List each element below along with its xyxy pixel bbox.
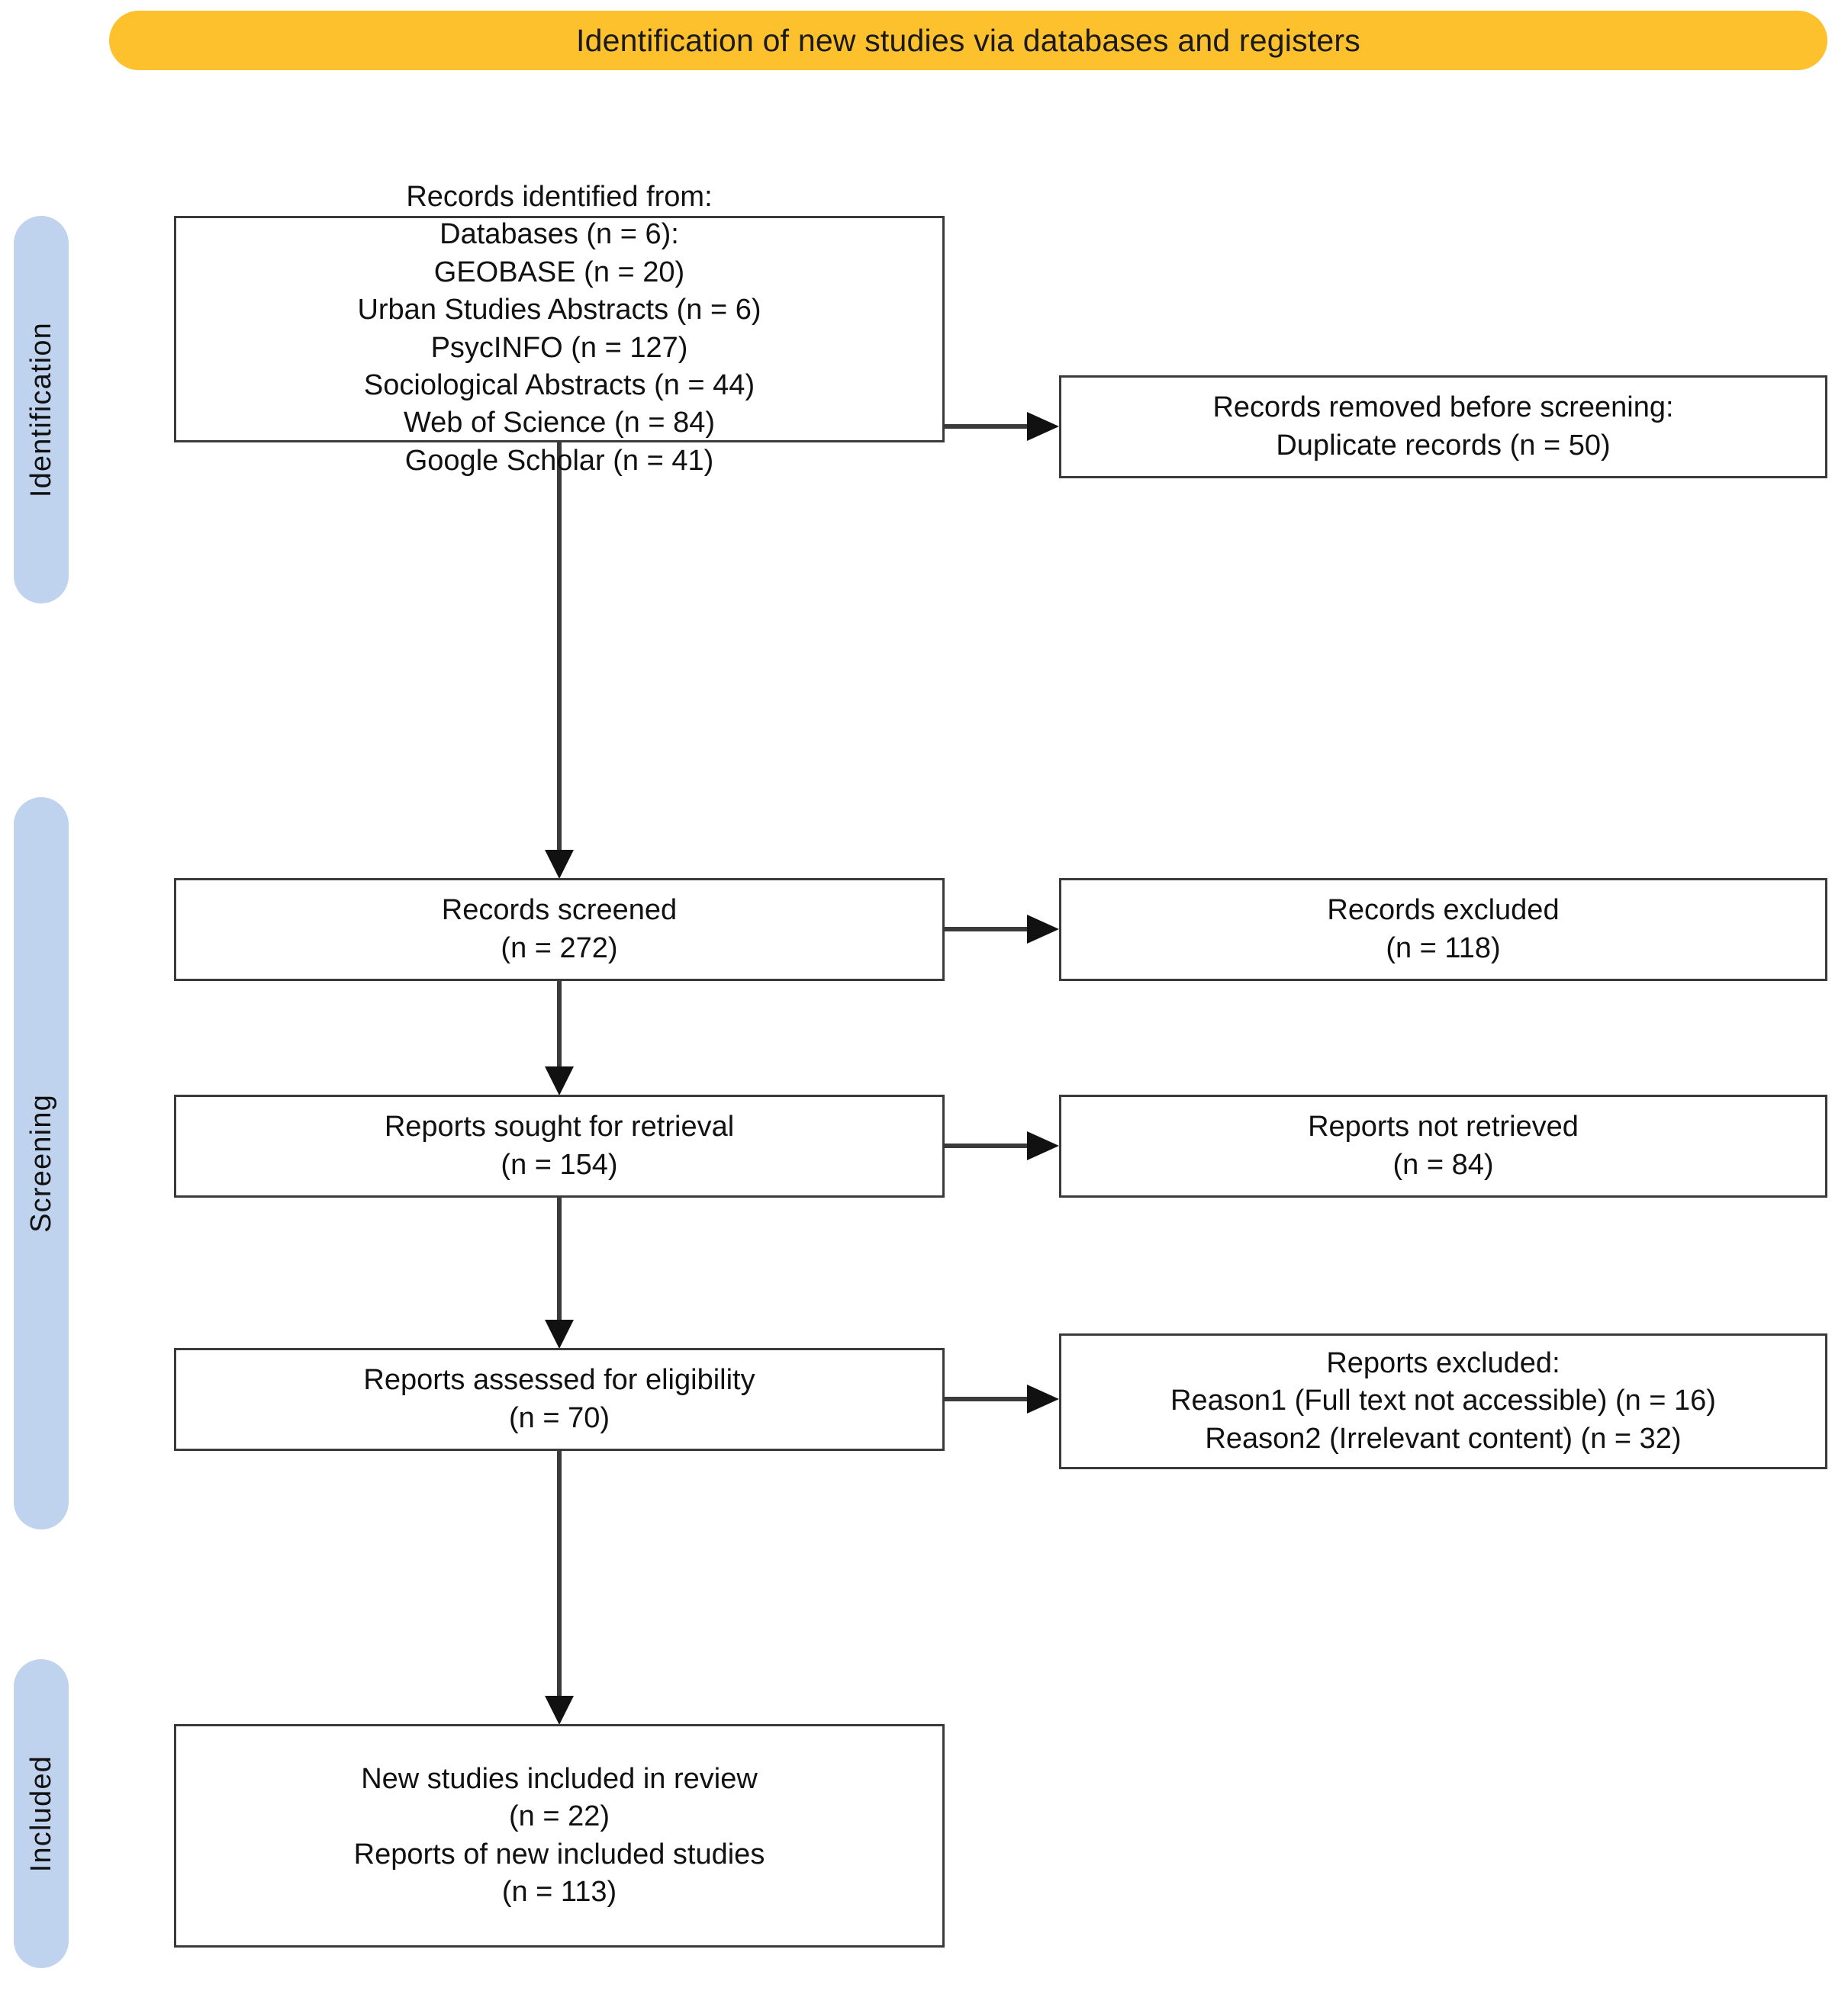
box-line: (n = 22) (508, 1800, 610, 1833)
box-line: PsycINFO (n = 127) (430, 331, 688, 364)
box-line: Records identified from: (406, 180, 713, 213)
box-line: Urban Studies Abstracts (n = 6) (357, 294, 761, 326)
connector-screened-to-sought (540, 979, 578, 1097)
box-line: Records excluded (1327, 894, 1560, 927)
header-banner: Identification of new studies via databa… (109, 11, 1827, 70)
arrow-right-icon (945, 915, 1059, 944)
box-reports-assessed: Reports assessed for eligibility (n = 70… (174, 1348, 945, 1451)
connector-sought-to-assessed (540, 1196, 578, 1350)
connector-screened-to-excluded-records (945, 910, 1061, 948)
box-line: Web of Science (n = 84) (403, 407, 716, 439)
box-line: (n = 272) (501, 931, 618, 964)
box-line: Databases (n = 6): (439, 218, 679, 251)
box-records-excluded: Records excluded (n = 118) (1059, 878, 1827, 981)
box-reports-excluded: Reports excluded: Reason1 (Full text not… (1059, 1333, 1827, 1469)
stage-rail-included: Included (14, 1659, 69, 1968)
arrow-right-icon (945, 1385, 1059, 1414)
box-records-identified: Records identified from: Databases (n = … (174, 181, 945, 477)
connector-assessed-to-included (540, 1449, 578, 1726)
box-line: (n = 118) (1386, 931, 1501, 964)
box-line: GEOBASE (n = 20) (433, 256, 685, 288)
box-line: Google Scholar (n = 41) (404, 444, 714, 477)
box-reports-sought: Reports sought for retrieval (n = 154) (174, 1095, 945, 1198)
box-records-screened: Records screened (n = 272) (174, 878, 945, 981)
box-reports-not-retrieved: Reports not retrieved (n = 84) (1059, 1095, 1827, 1198)
arrow-down-icon (545, 979, 574, 1095)
box-line: (n = 84) (1392, 1148, 1494, 1181)
box-line: Records removed before screening: (1212, 391, 1674, 424)
box-line: Reports not retrieved (1308, 1111, 1579, 1144)
arrow-down-icon (545, 1449, 574, 1725)
box-line: Duplicate records (n = 50) (1276, 429, 1611, 462)
connector-identified-to-removed (945, 407, 1061, 446)
stage-rail-identification-label: Identification (24, 321, 57, 498)
box-line: Reason1 (Full text not accessible) (n = … (1170, 1385, 1716, 1417)
box-records-removed: Records removed before screening: Duplic… (1059, 375, 1827, 478)
box-line: (n = 70) (508, 1401, 610, 1434)
box-line: Reports of new included studies (353, 1838, 765, 1871)
box-line: Reports excluded: (1326, 1346, 1560, 1379)
box-line: Sociological Abstracts (n = 44) (363, 368, 755, 401)
box-line: New studies included in review (361, 1762, 758, 1795)
stage-rail-screening: Screening (14, 797, 69, 1530)
connector-sought-to-not-retrieved (945, 1127, 1061, 1165)
arrow-down-icon (545, 441, 574, 879)
box-line: (n = 113) (501, 1875, 617, 1908)
arrow-right-icon (945, 412, 1059, 441)
stage-rail-included-label: Included (24, 1755, 57, 1873)
box-new-studies-included: New studies included in review (n = 22) … (174, 1724, 945, 1948)
header-banner-title: Identification of new studies via databa… (576, 22, 1360, 58)
stage-rail-screening-label: Screening (24, 1094, 57, 1233)
connector-assessed-to-excluded-reports (945, 1380, 1061, 1418)
stage-rail-identification: Identification (14, 216, 69, 603)
box-line: Reports assessed for eligibility (363, 1364, 755, 1397)
arrow-right-icon (945, 1131, 1059, 1160)
box-line: (n = 154) (501, 1148, 618, 1181)
connector-identified-to-screened (540, 441, 578, 880)
box-line: Records screened (441, 894, 678, 927)
box-line: Reason2 (Irrelevant content) (n = 32) (1205, 1422, 1682, 1455)
box-line: Reports sought for retrieval (384, 1111, 735, 1144)
arrow-down-icon (545, 1196, 574, 1349)
